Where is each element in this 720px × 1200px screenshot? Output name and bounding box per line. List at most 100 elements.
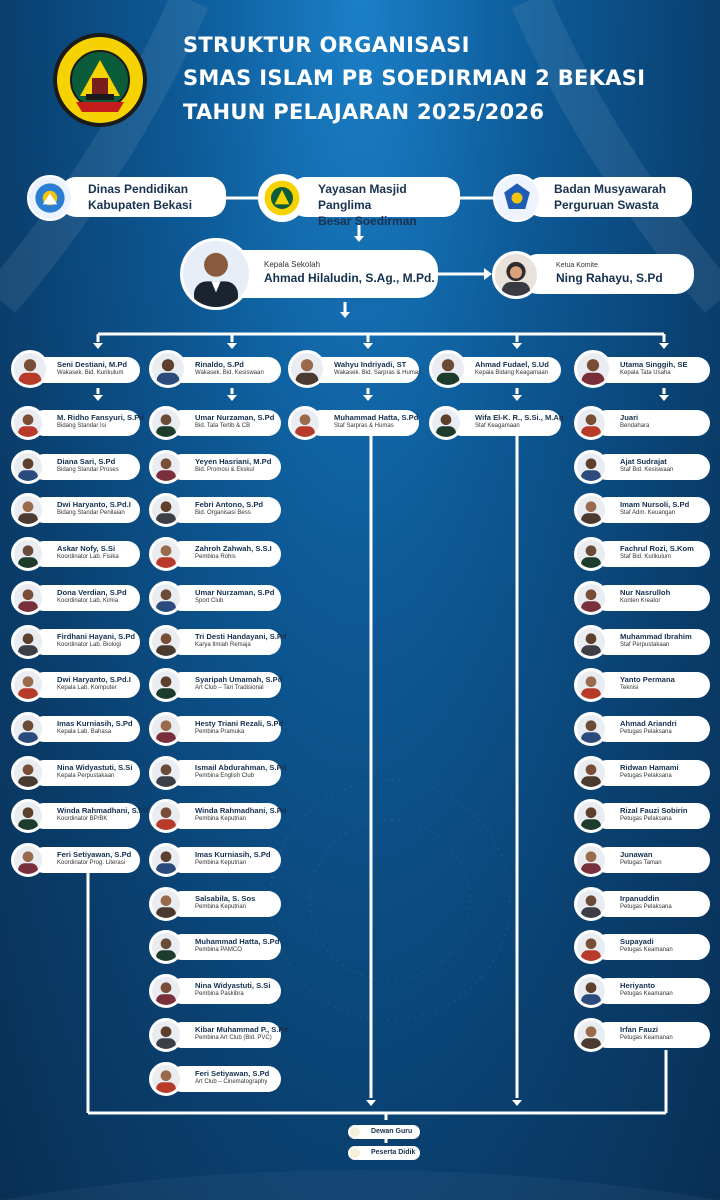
person-role: Bid. Organisasi Bess — [195, 510, 251, 517]
person-role: Art Club – Tari Tradisional — [195, 685, 264, 692]
person-name: Diana Sari, S.Pd — [57, 456, 116, 466]
person-avatar — [149, 493, 183, 528]
person-avatar — [149, 350, 187, 388]
person-avatar — [11, 350, 49, 388]
person-avatar — [288, 350, 326, 388]
person-avatar — [11, 711, 45, 746]
title-line-1: STRUKTUR ORGANISASI — [183, 33, 470, 57]
committee-name: Ning Rahayu, S.Pd — [556, 271, 663, 285]
person-role: Kepala Lab. Komputer — [57, 685, 117, 692]
person-avatar — [11, 580, 45, 615]
person-name: Ahmad Ariandri — [620, 718, 677, 728]
person-avatar — [149, 406, 183, 440]
person-name: Winda Rahmadhani, S.Pd — [57, 806, 149, 816]
person-name: Kibar Muhammad P., S.Pd — [195, 1024, 289, 1034]
person-role: Pembina Paskibra — [195, 991, 244, 998]
person-avatar — [574, 799, 608, 834]
person-avatar — [574, 493, 608, 528]
person-role: Staf Sarpras & Humas — [334, 423, 394, 429]
bmps-emblem-icon — [493, 174, 541, 222]
school-emblem-icon — [348, 1146, 362, 1160]
person-name: Yeyen Hasriani, M.Pd — [195, 456, 272, 466]
person-avatar — [149, 930, 183, 965]
person-name: Rizal Fauzi Sobirin — [620, 806, 688, 816]
person-avatar — [574, 755, 608, 790]
person-role: Koordinator Lab. Biologi — [57, 641, 122, 648]
person-avatar — [149, 843, 183, 877]
person-role: Petugas Pelaksana — [620, 728, 672, 735]
person-avatar — [574, 1017, 608, 1052]
person-avatar — [11, 668, 45, 703]
person-role: Koordinator Lab. Kimia — [57, 597, 119, 604]
person-role: Pembina Pramuka — [195, 728, 245, 735]
person-avatar — [429, 350, 467, 388]
person-name: Hesty Triani Rezali, S.Pd — [195, 718, 284, 728]
person-name: Muhammad Hatta, S.Pd — [334, 413, 419, 422]
person-avatar — [149, 799, 183, 834]
person-role: Bendahara — [620, 423, 650, 429]
person-avatar — [149, 668, 183, 703]
person-role: Petugas Keamanan — [620, 947, 673, 954]
person-name: Muhammad Hatta, S.Pd — [195, 937, 280, 947]
title-line-2: SMAS ISLAM PB SOEDIRMAN 2 BEKASI — [183, 66, 646, 90]
title-line-3: TAHUN PELAJARAN 2025/2026 — [183, 100, 545, 124]
person-role: Karya Ilmiah Remaja — [195, 641, 251, 648]
person-role: Staf Bid. Kurikulum — [620, 554, 672, 561]
person-avatar — [149, 974, 183, 1009]
person-role: Bid. Tata Tertib & CB — [195, 423, 251, 429]
person-avatar — [288, 406, 322, 440]
person-role: Koordinator BP/BK — [57, 816, 108, 823]
person-name: Feri Setiyawan, S.Pd — [195, 1068, 270, 1078]
person-role: Pembina PAMCO — [195, 947, 242, 954]
person-name: Umar Nurzaman, S.Pd — [195, 413, 275, 422]
person-role: Art Club – Cinematography — [195, 1078, 268, 1085]
person-avatar — [574, 406, 608, 440]
person-avatar — [149, 711, 183, 746]
person-name: Wahyu Indriyadi, ST — [334, 360, 407, 369]
person-role: Pembina Keputrian — [195, 860, 247, 866]
person-avatar — [11, 449, 45, 484]
person-name: Fachrul Rozi, S.Kom — [620, 544, 694, 554]
person-name: Ismail Abdurahman, S.Pd — [195, 762, 287, 772]
person-name: Junawan — [620, 850, 653, 859]
person-name: Ajat Sudrajat — [620, 456, 667, 466]
head-name: Ahmad Hilaludin, S.Ag., M.Pd. — [264, 271, 435, 285]
person-name: Ridwan Hamami — [620, 762, 679, 772]
head-avatar — [180, 238, 252, 310]
person-name: Dona Verdian, S.Pd — [57, 587, 127, 597]
person-name: M. Ridho Fansyuri, S.Pd — [57, 413, 144, 422]
person-avatar — [11, 843, 45, 877]
person-name: Dwi Haryanto, S.Pd.I — [57, 500, 131, 510]
person-avatar — [149, 1061, 183, 1096]
person-avatar — [11, 406, 45, 440]
committee-role: Ketua Komite — [556, 262, 599, 269]
committee-card: Ketua Komite Ning Rahayu, S.Pd — [520, 254, 694, 294]
person-role: Staf Keagamaan — [475, 423, 520, 429]
person-role: Wakasek. Bid. Kesiswaan — [195, 370, 264, 376]
person-avatar — [11, 799, 45, 834]
person-avatar — [574, 886, 608, 921]
